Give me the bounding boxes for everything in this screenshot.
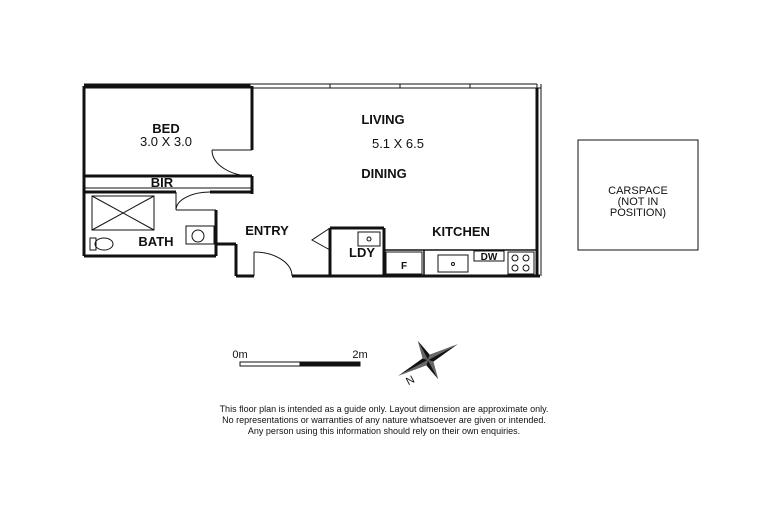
bed-dimension: 3.0 X 3.0 <box>140 134 192 149</box>
exterior-walls <box>82 83 540 278</box>
bath-label: BATH <box>138 234 173 249</box>
kitchen-label: KITCHEN <box>432 224 490 239</box>
disclaimer-line2: No representations or warranties of any … <box>222 415 546 425</box>
fridge-space <box>385 251 423 275</box>
dishwasher-box <box>473 250 505 262</box>
dining-label: DINING <box>361 166 407 181</box>
dishwasher-label: DW <box>481 252 498 263</box>
bath-door <box>175 191 216 211</box>
carspace-line2: (NOT IN <box>618 196 659 208</box>
scale-bar <box>239 361 361 367</box>
kitchen-sink <box>437 254 469 273</box>
fridge-label: F <box>401 261 407 272</box>
compass-north-label: N <box>404 374 417 388</box>
carspace-box <box>577 139 699 251</box>
disclaimer-line1: This floor plan is intended as a guide o… <box>219 404 549 414</box>
entry-door <box>253 251 293 277</box>
cooktop <box>507 251 535 275</box>
window-marks <box>249 84 542 276</box>
scale-end-label: 2m <box>352 349 367 361</box>
entry-label: ENTRY <box>245 223 289 238</box>
laundry-trough <box>357 231 381 247</box>
compass-rose-icon <box>397 340 459 380</box>
bed-door <box>211 149 253 177</box>
vanity-basin <box>185 225 215 245</box>
toilet <box>89 237 114 251</box>
laundry-label: LDY <box>349 245 375 260</box>
shower <box>91 195 155 231</box>
interior-walls <box>84 86 537 276</box>
disclaimer-line3: Any person using this information should… <box>247 426 521 436</box>
carspace-line1: CARSPACE <box>608 185 668 197</box>
bed-label: BED <box>152 121 179 136</box>
carspace-line3: POSITION) <box>610 207 666 219</box>
living-dimension: 5.1 X 6.5 <box>372 136 424 151</box>
bir-label: BIR <box>151 175 174 190</box>
living-label: LIVING <box>361 112 404 127</box>
laundry-door <box>311 227 331 251</box>
scale-start-label: 0m <box>232 349 247 361</box>
